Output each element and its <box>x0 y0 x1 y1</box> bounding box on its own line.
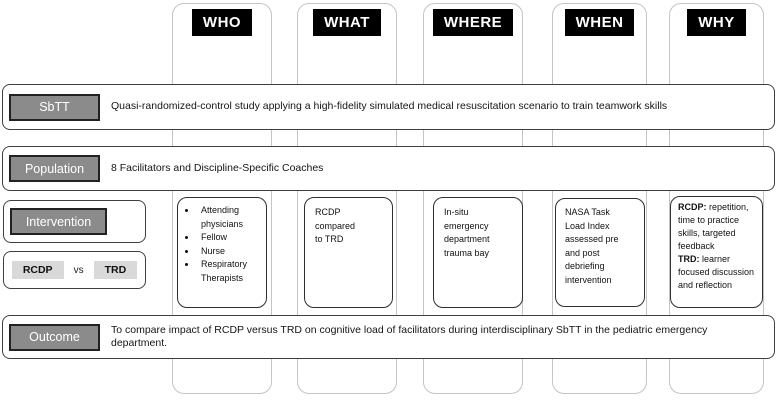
trd-chip: TRD <box>93 261 138 279</box>
why-term-rcdp: RCDP: <box>678 202 707 212</box>
why-item-rcdp: RCDP: repetition, time to practice skill… <box>678 201 759 253</box>
outcome-text: To compare impact of RCDP versus TRD on … <box>111 323 708 350</box>
column-header-what: WHAT <box>313 9 381 36</box>
row-sbtt: SbTT Quasi-randomized-control study appl… <box>2 84 775 130</box>
population-label: Population <box>9 155 100 182</box>
column-header-where: WHERE <box>432 9 514 36</box>
why-item-trd: TRD: learner focused discussion and refl… <box>678 253 759 292</box>
comparison-box: RCDP vs TRD <box>3 251 146 289</box>
why-content-box: RCDP: repetition, time to practice skill… <box>670 196 763 308</box>
column-header-when: WHEN <box>564 9 635 36</box>
what-content-box: RCDP compared to TRD <box>304 197 393 308</box>
population-text: 8 Facilitators and Discipline-Specific C… <box>111 161 324 174</box>
rcdp-chip: RCDP <box>11 261 64 279</box>
when-content-box: NASA Task Load Index assessed pre and po… <box>555 198 645 307</box>
vs-text: vs <box>73 264 84 276</box>
where-content-box: In-situ emergency department trauma bay <box>433 197 523 308</box>
column-header-why: WHY <box>687 9 746 36</box>
who-list: Attending physiciansFellowNurseRespirato… <box>182 204 264 285</box>
outcome-label: Outcome <box>9 323 100 351</box>
list-item: Attending physicians <box>197 204 264 231</box>
who-content-box: Attending physiciansFellowNurseRespirato… <box>177 197 267 308</box>
sbtt-text: Quasi-randomized-control study applying … <box>111 100 668 113</box>
row-population: Population 8 Facilitators and Discipline… <box>2 146 775 191</box>
column-header-who: WHO <box>191 9 253 36</box>
why-term-trd: TRD: <box>678 254 700 264</box>
why-desc-trd: learner focused discussion and reflectio… <box>678 254 755 290</box>
why-desc-rcdp: repetition, time to practice skills, tar… <box>678 202 749 251</box>
list-item: Nurse <box>197 245 264 259</box>
list-item: Fellow <box>197 231 264 245</box>
list-item: Respiratory Therapists <box>197 258 264 285</box>
sbtt-label: SbTT <box>9 93 100 121</box>
intervention-label: Intervention <box>10 208 107 235</box>
intervention-label-box: Intervention <box>3 200 146 243</box>
row-outcome: Outcome To compare impact of RCDP versus… <box>2 315 775 359</box>
